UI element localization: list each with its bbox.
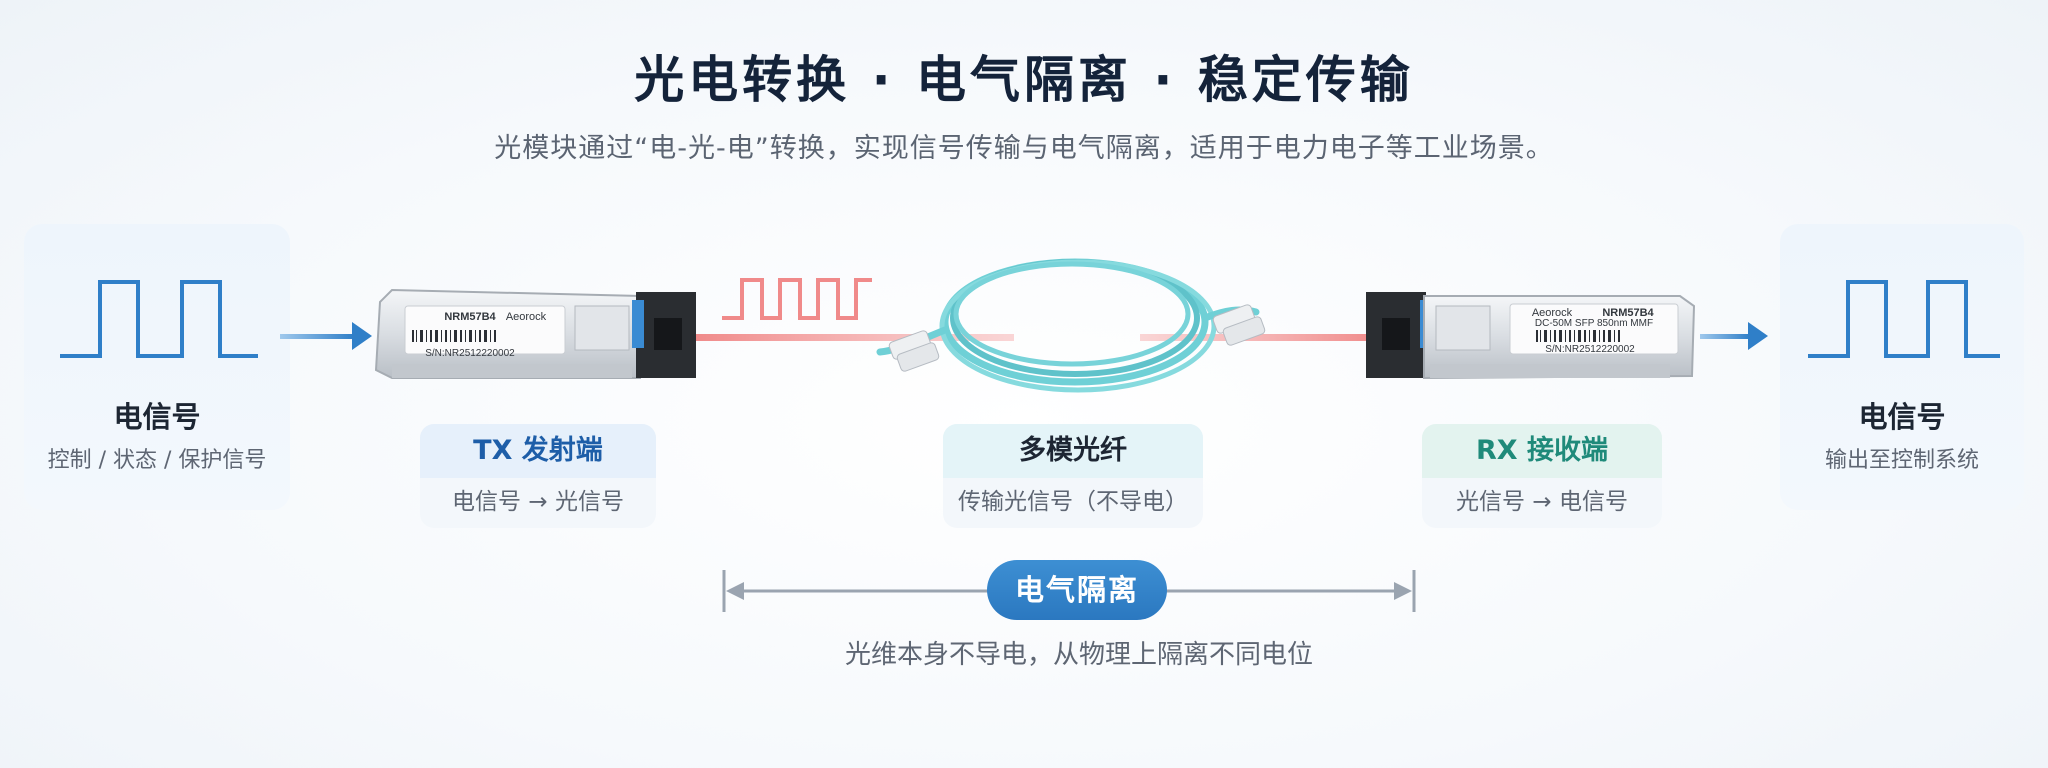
page-subtitle: 光模块通过“电-光-电”转换，实现信号传输与电气隔离，适用于电力电子等工业场景。 [494,133,1554,164]
output-signal-desc: 输出至控制系统 [1824,448,1979,473]
light-beam-right [1140,334,1380,341]
fiber-label-card: 多模光纤 传输光信号（不导电） [943,424,1203,528]
rx-module-brand: Aeorock [1532,307,1573,319]
rx-module-serial: S/N:NR2512220002 [1545,344,1635,355]
page-title: 光电转换 · 电气隔离 · 稳定传输 [634,51,1414,109]
rx-label-card: RX 接收端 光信号 → 电信号 [1422,424,1662,528]
output-arrow-icon [1700,322,1768,350]
rx-sfp-module-icon [1366,292,1696,380]
rx-title: RX 接收端 [1422,424,1662,478]
tx-module-model: NRM57B4 [444,311,496,323]
tx-desc: 电信号 → 光信号 [452,489,624,515]
tx-module-serial: S/N:NR2512220002 [425,348,515,359]
tx-module-brand: Aeorock [506,311,547,323]
fiber-connector-right-icon [1212,304,1266,346]
input-square-wave [60,280,258,358]
output-signal-card: 电信号 输出至控制系统 [1780,224,2024,510]
tx-title: TX 发射端 [420,424,656,478]
input-signal-desc: 控制 / 状态 / 保护信号 [47,448,267,473]
input-signal-title: 电信号 [113,400,201,434]
fiber-title: 多模光纤 [943,424,1203,478]
tx-sfp-module-icon [374,288,696,379]
isolation-desc: 光维本身不导电，从物理上隔离不同电位 [844,640,1313,670]
output-square-wave [1808,280,2000,358]
isolation-span-indicator [722,570,1416,612]
input-signal-card: 电信号 控制 / 状态 / 保护信号 [24,224,290,510]
multimode-fiber-coil-icon [876,258,1260,393]
input-arrow-icon [280,322,372,350]
rx-desc: 光信号 → 电信号 [1456,489,1628,515]
fiber-connector-left-icon [888,330,940,372]
optical-pulse-wave [722,278,872,320]
output-signal-title: 电信号 [1858,400,1946,434]
light-beam-left [694,334,1014,341]
fiber-desc: 传输光信号（不导电） [958,489,1188,515]
rx-module-spec: DC-50M SFP 850nm MMF [1535,318,1653,329]
isolation-badge: 电气隔离 [987,560,1167,620]
rx-module-model: NRM57B4 [1602,307,1654,319]
tx-label-card: TX 发射端 电信号 → 光信号 [420,424,656,528]
